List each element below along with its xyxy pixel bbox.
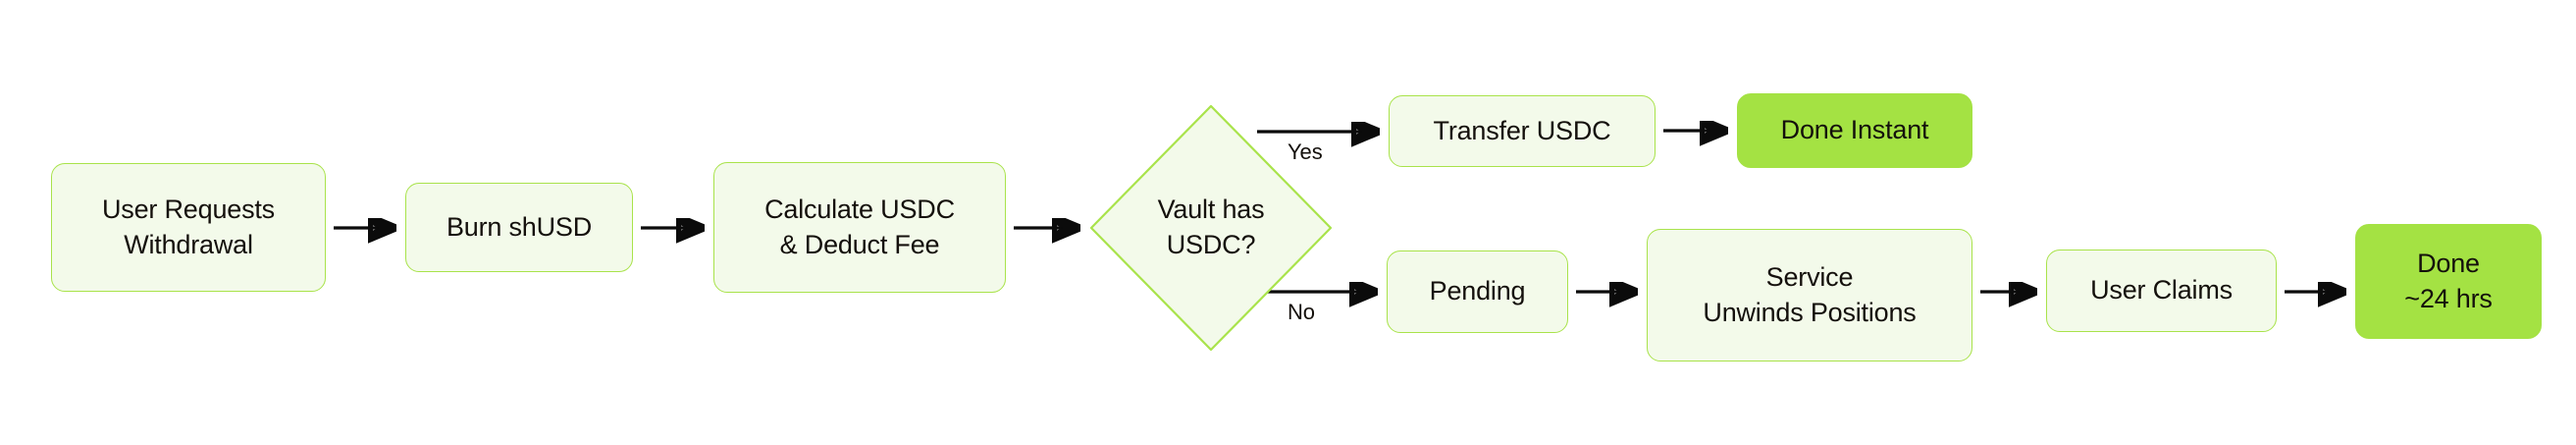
node-label: Calculate USDC & Deduct Fee [764,194,955,259]
node-done-instant[interactable]: Done Instant [1737,93,1972,168]
node-label: Service Unwinds Positions [1703,261,1917,327]
node-transfer-usdc[interactable]: Transfer USDC [1389,95,1656,167]
node-label: Transfer USDC [1433,115,1611,145]
node-service-unwinds-positions[interactable]: Service Unwinds Positions [1647,229,1972,362]
node-user-claims[interactable]: User Claims [2046,250,2277,332]
node-label: Pending [1429,276,1526,306]
node-burn-shusd[interactable]: Burn shUSD [405,183,633,272]
edge-label-text: Yes [1288,139,1323,164]
edge-label-yes: Yes [1288,139,1323,165]
edge-label-no: No [1288,300,1315,325]
diamond-shape [1089,104,1333,352]
node-pending[interactable]: Pending [1387,250,1568,333]
node-label: User Requests Withdrawal [102,194,275,259]
node-label: User Claims [2090,275,2233,306]
node-done-24-hrs[interactable]: Done ~24 hrs [2355,224,2542,339]
edge-paths [334,131,2340,292]
node-label: Done ~24 hrs [2404,248,2493,313]
node-calculate-usdc-deduct-fee[interactable]: Calculate USDC & Deduct Fee [713,162,1006,293]
node-label: Burn shUSD [446,211,593,242]
node-label: Done Instant [1780,115,1929,145]
edge-label-text: No [1288,300,1315,324]
node-user-requests-withdrawal[interactable]: User Requests Withdrawal [51,163,326,292]
